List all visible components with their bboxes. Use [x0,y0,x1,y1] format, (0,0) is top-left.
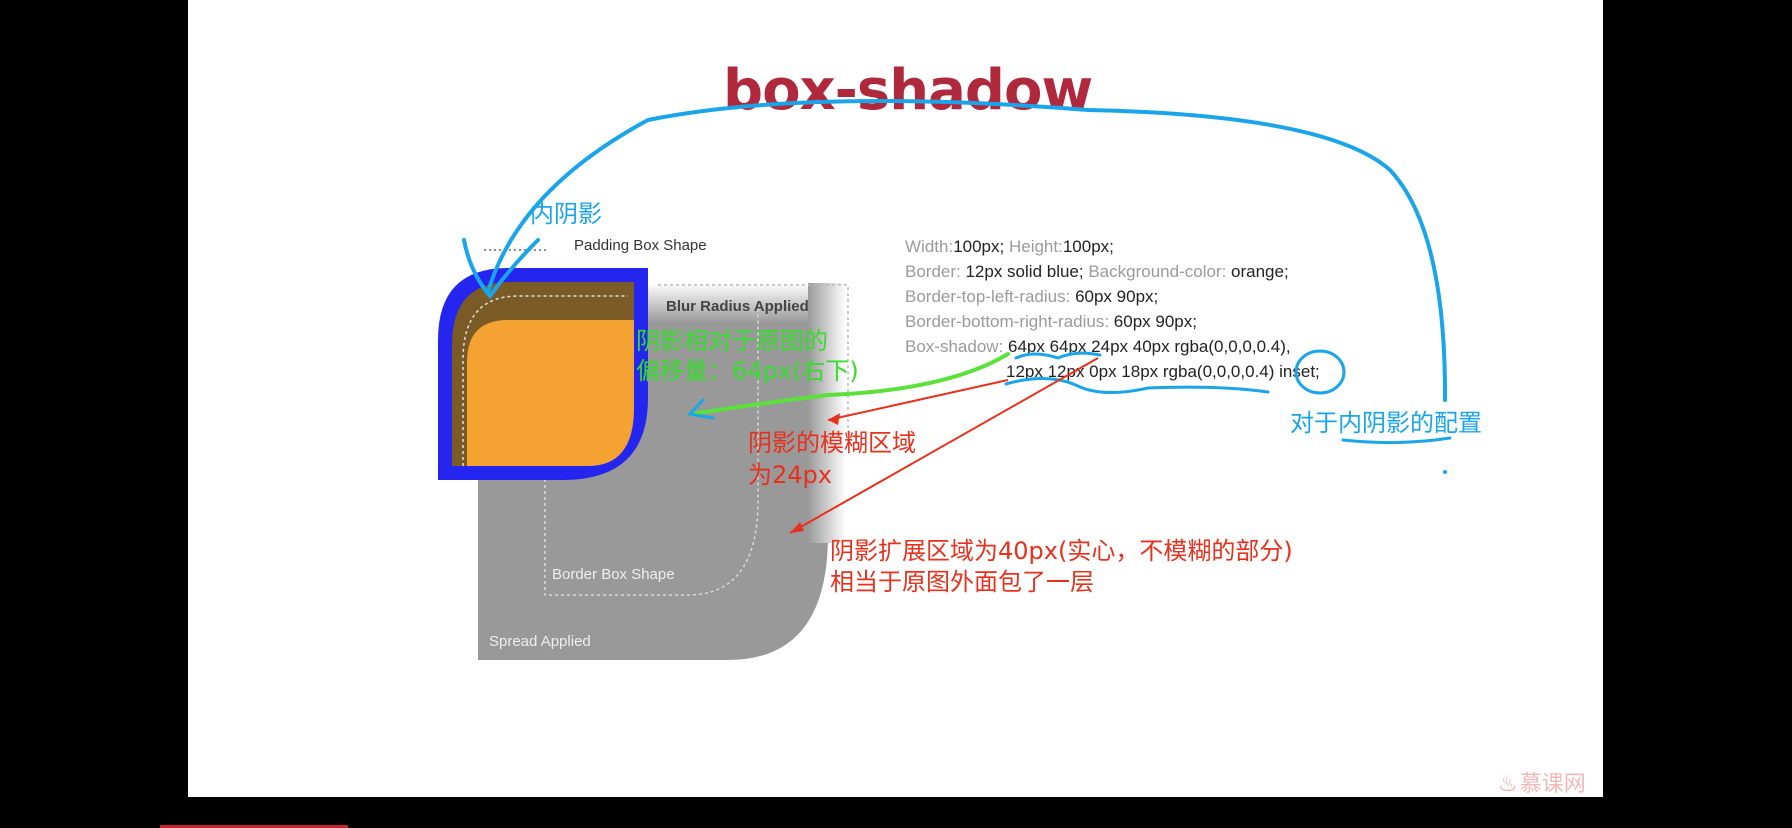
blue-arc-stroke [486,99,1448,402]
inset-config-note: 对于内阴影的配置 [1290,409,1482,437]
inset-circle-stroke [1294,349,1346,395]
border-box-outline [544,305,759,596]
padding-box-outline [462,295,628,466]
border-box-label: Border Box Shape [552,566,675,583]
padding-box-label: Padding Box Shape [574,237,707,254]
spec-line-2: Border: 12px solid blue; Background-colo… [905,262,1289,281]
offset-note-line1: 阴影相对于原图的 [636,327,828,355]
slide-title: box-shadow [723,58,1093,123]
offset-note-line2: 偏移量：64px(右下) [636,357,859,385]
video-progress-bar[interactable] [160,825,348,828]
spec-line-5: Box-shadow: 64px 64px 24px 40px rgba(0,0… [905,337,1291,356]
red-arrow-spread [789,357,1099,534]
spec-line-1: Width:100px; Height:100px; [905,237,1114,256]
element-content [467,320,634,466]
imooc-logo: ♨慕课网 [1498,772,1586,797]
red-arrowhead-blur [828,413,840,425]
blur-note-line2: 为24px [748,461,832,489]
blue-underline-3 [1341,436,1452,445]
blur-fade-right [808,283,846,543]
blur-note-line1: 阴影的模糊区域 [748,429,916,457]
blue-dot [1443,470,1447,474]
spec-line-3: Border-top-left-radius: 60px 90px; [905,287,1159,306]
box-shadow-diagram [438,249,849,660]
blue-underline-1 [1014,351,1102,360]
spread-note-line2: 相当于原图外面包了一层 [830,568,1094,596]
inner-shadow-note: 内阴影 [530,200,602,228]
spread-note-line1: 阴影扩展区域为40px(实心，不模糊的部分) [830,537,1293,565]
blur-radius-label: Blur Radius Applied [666,298,809,315]
flame-icon: ♨ [1498,772,1518,797]
red-arrow-blur [827,379,1009,421]
blur-radius-outline [658,284,849,445]
slide: box-shadow [188,0,1603,797]
green-arrowhead-stroke [687,398,715,420]
spec-line-4: Border-bottom-right-radius: 60px 90px; [905,312,1197,331]
blue-arrowhead-stroke [462,238,540,300]
blue-underline-2 [1004,376,1270,395]
spread-label: Spread Applied [489,633,591,650]
red-arrowhead-spread [790,522,804,533]
annotation-strokes [462,99,1452,534]
green-arrow-stroke [690,352,1010,416]
